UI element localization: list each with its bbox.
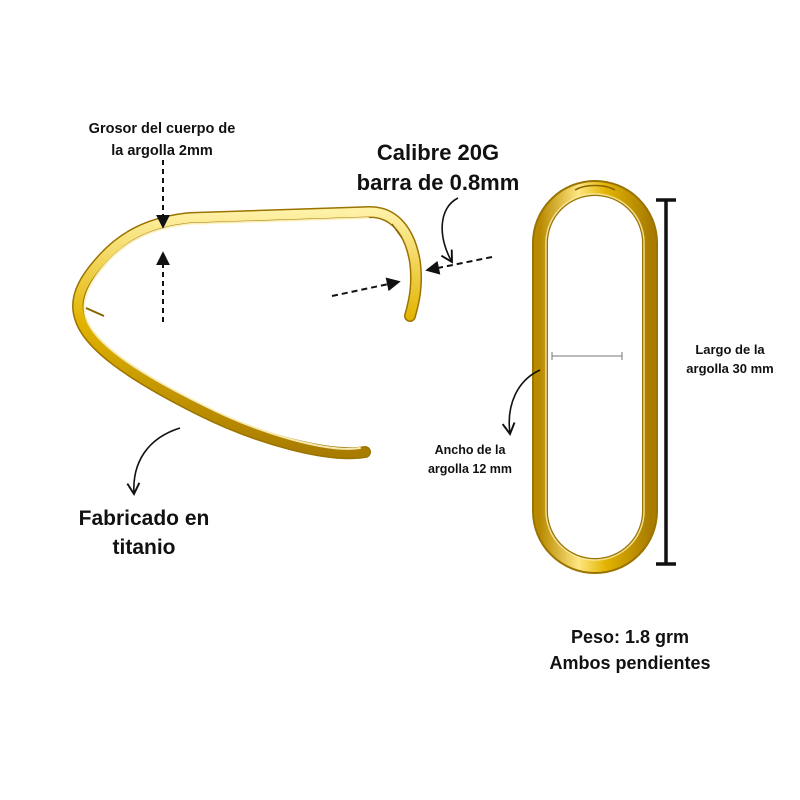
gauge-label-line-1: Calibre 20G [376,140,500,165]
gauge-curved-arrow [440,197,459,264]
closed-earring-body [532,180,658,574]
closed-earring [532,180,658,574]
length-label-line-2: argolla 30 mm [686,361,774,376]
thickness-label: Grosor del cuerpo de la argolla 2mm [62,118,262,162]
length-indicator [656,198,676,566]
weight-label-line-2: Ambos pendientes [549,653,711,673]
open-earring [72,206,423,460]
hinge-joint [85,307,105,317]
gauge-label-line-2: barra de 0.8mm [356,170,520,195]
open-earring-body [72,206,423,460]
gauge-indicator [331,197,493,297]
material-curved-arrow [126,427,181,496]
material-label-line-2: titanio [112,536,176,559]
width-label: Ancho de la argolla 12 mm [400,441,540,479]
weight-label-line-1: Peso: 1.8 grm [570,627,690,647]
length-label: Largo de la argolla 30 mm [670,340,790,378]
material-label-line-1: Fabricado en [78,507,210,530]
width-label-line-2: argolla 12 mm [427,462,513,476]
width-curved-arrow [501,369,541,436]
thickness-label-line-1: Grosor del cuerpo de [88,121,236,137]
weight-label: Peso: 1.8 grm Ambos pendientes [520,624,740,676]
gauge-label: Calibre 20G barra de 0.8mm [328,138,548,198]
length-label-line-1: Largo de la [695,342,765,357]
width-indicator [501,352,623,436]
thickness-label-line-2: la argolla 2mm [111,143,213,159]
width-label-line-1: Ancho de la [434,443,506,457]
material-label: Fabricado en titanio [54,504,234,562]
